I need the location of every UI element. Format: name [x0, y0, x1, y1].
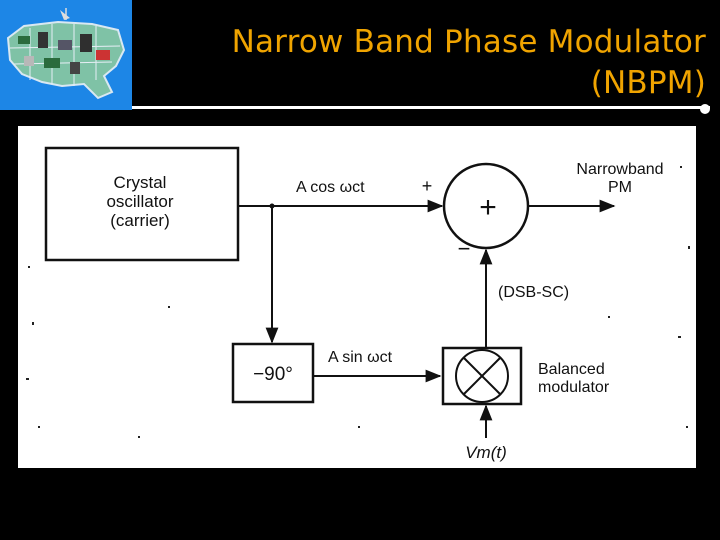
us-map-electronics-icon: [0, 0, 132, 110]
output-label-line1: Narrowband: [576, 161, 663, 178]
nbpm-block-diagram: Crystal oscillator (carrier) A cos ωct +…: [26, 146, 690, 462]
oscillator-block: [44, 146, 240, 262]
title-rule-dot: [700, 104, 710, 114]
output-label-line2: PM: [608, 179, 632, 196]
oscillator-label-line3: (carrier): [110, 211, 170, 230]
title-rule: [132, 106, 710, 109]
modulator-label-line2: modulator: [538, 379, 610, 396]
slide-title: Narrow Band Phase Modulator (NBPM): [146, 22, 706, 104]
modulator-circle: [455, 349, 509, 403]
modulator-cross-b: [463, 357, 501, 395]
carrier-signal-label: A cos ωct: [296, 179, 365, 196]
modulator-label-line1: Balanced: [538, 361, 605, 378]
oscillator-label-line1: Crystal: [114, 173, 167, 192]
oscillator-label-line2: oscillator: [106, 192, 173, 211]
message-input-label: Vm(t): [465, 443, 507, 462]
summer-symbol: +: [479, 191, 497, 224]
slide-title-line1: Narrow Band Phase Modulator: [231, 24, 706, 60]
dsbsc-label: (DSB-SC): [498, 284, 569, 301]
scan-speckles: [26, 166, 690, 438]
summer-minus-label: −: [458, 236, 471, 261]
phase-shift-label: −90°: [253, 364, 293, 385]
summer-plus-label: +: [422, 176, 433, 196]
slide-title-line2: (NBPM): [590, 65, 706, 101]
phase-shift-block: [231, 342, 315, 404]
logo: [0, 0, 132, 110]
diagram-panel: Crystal oscillator (carrier) A cos ωct +…: [18, 126, 696, 468]
shifted-signal-label: A sin ωct: [328, 349, 393, 366]
balanced-modulator-block: [441, 346, 523, 406]
